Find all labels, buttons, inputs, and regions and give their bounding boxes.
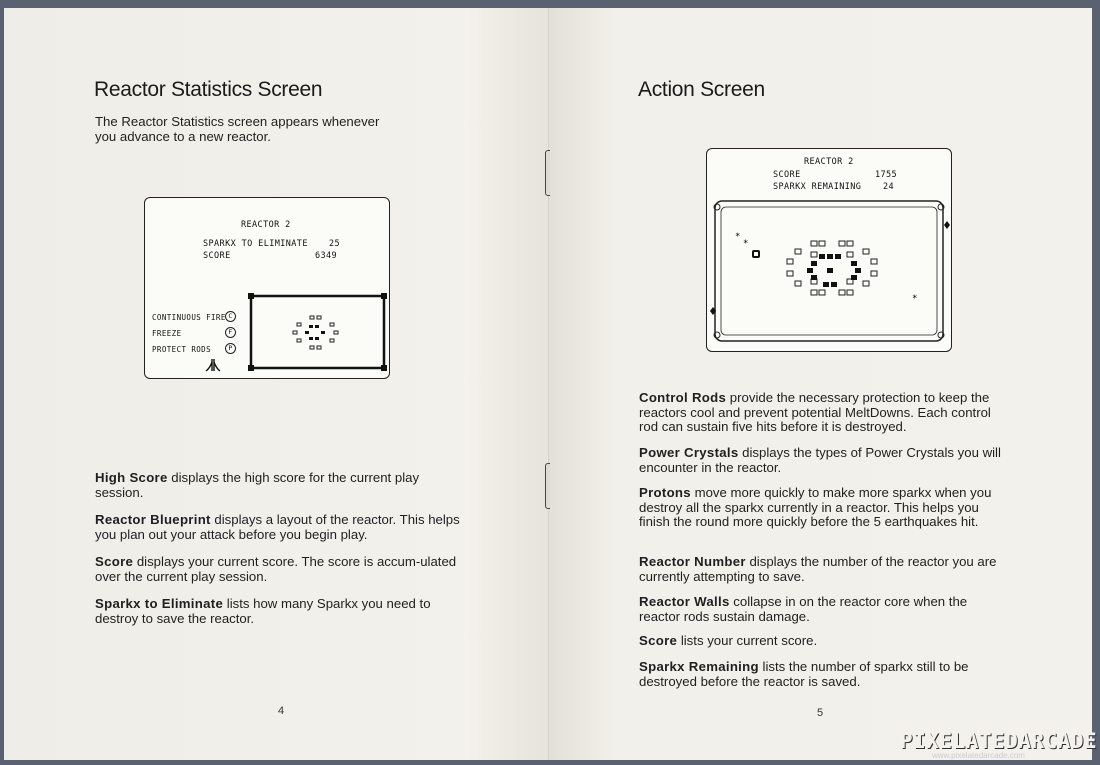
left-intro: The Reactor Statistics screen appears wh… bbox=[95, 114, 380, 144]
stat-score-value: 6349 bbox=[315, 251, 338, 261]
stat-reactor-label: REACTOR 2 bbox=[241, 220, 291, 230]
right-page: Action Screen REACTOR 2 SCORE 1755 SPARK… bbox=[550, 8, 1092, 760]
reactor-blueprint-graphic bbox=[248, 293, 387, 371]
reactor-statistics-screen-image: REACTOR 2 SPARKX TO ELIMINATE 25 SCORE 6… bbox=[144, 197, 390, 379]
atari-logo-icon bbox=[205, 359, 221, 372]
left-item-score: Score displays your current score. The s… bbox=[95, 554, 457, 584]
right-item-score: Score lists your current score. bbox=[639, 633, 818, 648]
page-number-right: 5 bbox=[817, 707, 824, 719]
action-reactor-label: REACTOR 2 bbox=[804, 157, 854, 167]
right-item-control-rods: Control Rods provide the necessary prote… bbox=[639, 390, 991, 435]
action-score-value: 1755 bbox=[875, 170, 898, 180]
svg-text:*: * bbox=[912, 294, 917, 304]
left-page-title: Reactor Statistics Screen bbox=[94, 78, 323, 101]
right-item-reactor-number: Reactor Number displays the number of th… bbox=[639, 554, 997, 584]
left-item-high-score: High Score displays the high score for t… bbox=[95, 470, 420, 500]
svg-text:*: * bbox=[743, 239, 748, 249]
crystal-badge-f: F bbox=[225, 327, 236, 338]
right-page-title: Action Screen bbox=[638, 78, 765, 101]
right-item-sparkx-remaining: Sparkx Remaining lists the number of spa… bbox=[639, 659, 969, 689]
right-item-reactor-walls: Reactor Walls collapse in on the reactor… bbox=[639, 594, 968, 624]
stat-sparkx-value: 25 bbox=[329, 239, 341, 249]
reactor-arena-graphic: * * * bbox=[710, 200, 950, 342]
crystal-label-continuous-fire: CONTINUOUS FIRE bbox=[152, 313, 226, 322]
svg-text:*: * bbox=[735, 232, 740, 242]
stat-score-label: SCORE bbox=[203, 251, 231, 261]
crystal-badge-p: P bbox=[225, 343, 236, 354]
left-item-reactor-blueprint: Reactor Blueprint displays a layout of t… bbox=[95, 512, 460, 542]
page-number-left: 4 bbox=[278, 705, 285, 717]
action-score-label: SCORE bbox=[773, 170, 801, 180]
left-page: Reactor Statistics Screen The Reactor St… bbox=[4, 8, 550, 760]
right-item-power-crystals: Power Crystals displays the types of Pow… bbox=[639, 445, 1001, 475]
action-sparkx-label: SPARKX REMAINING bbox=[773, 182, 862, 192]
crystal-label-protect-rods: PROTECT RODS bbox=[152, 345, 211, 354]
stat-sparkx-label: SPARKX TO ELIMINATE bbox=[203, 239, 308, 249]
crystal-badge-c: C bbox=[225, 311, 236, 322]
watermark-brand: PIXELATEDARCADE bbox=[900, 729, 1098, 753]
action-sparkx-value: 24 bbox=[883, 182, 895, 192]
crystal-label-freeze: FREEZE bbox=[152, 329, 182, 338]
action-screen-image: REACTOR 2 SCORE 1755 SPARKX REMAINING 24… bbox=[706, 148, 952, 352]
left-item-sparkx-to-eliminate: Sparkx to Eliminate lists how many Spark… bbox=[95, 596, 431, 626]
watermark-url: www.pixelatedarcade.com bbox=[932, 751, 1025, 760]
right-item-protons: Protons move more quickly to make more s… bbox=[639, 485, 992, 530]
manual-spread: Reactor Statistics Screen The Reactor St… bbox=[4, 8, 1092, 760]
